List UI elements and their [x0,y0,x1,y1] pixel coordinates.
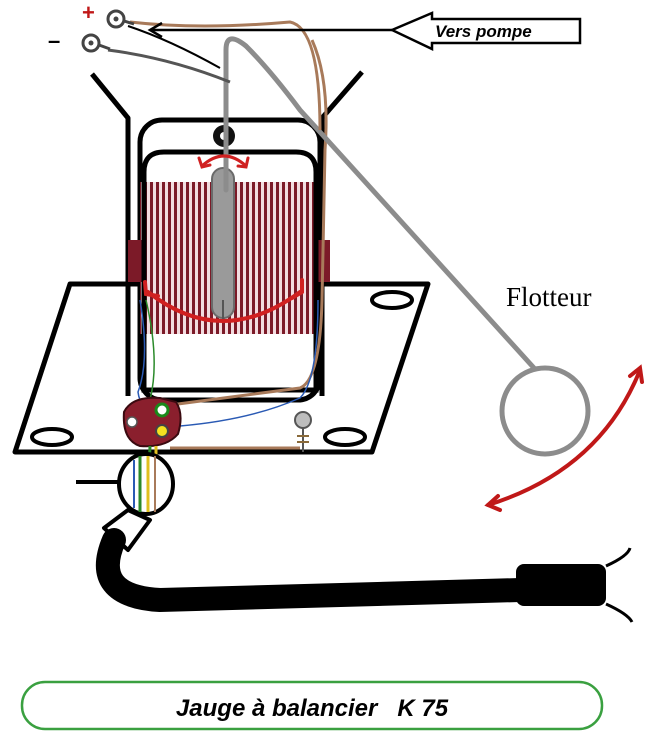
pump-arrow: Vers pompe [147,11,582,51]
mounting-hole [370,290,414,310]
motion-arrow-icon [143,154,304,323]
terminal-block [122,396,182,448]
diagram-title: Jauge à balancier K 75 [176,695,449,722]
positive-label: + [82,0,95,25]
connector-plug-icon [76,452,175,552]
negative-terminal-icon: – [48,28,111,53]
negative-label: – [48,28,60,53]
mounting-hole [30,427,74,447]
title-frame: Jauge à balancier K 75 [20,680,604,731]
float-motion-arrow-icon [484,364,644,512]
fuse-icon [294,411,312,452]
float-rod [223,36,537,371]
yellow-terminal-icon [155,424,169,438]
float-label: Flotteur [506,282,592,312]
positive-terminal-icon: + [82,0,135,29]
float-ball [499,365,591,457]
green-terminal-icon [154,402,170,418]
fuel-hose [95,528,634,623]
mounting-hole [323,427,367,447]
supply-wires [107,20,322,131]
mounting-plate [12,281,431,455]
pump-arrow-label: Vers pompe [435,22,532,41]
